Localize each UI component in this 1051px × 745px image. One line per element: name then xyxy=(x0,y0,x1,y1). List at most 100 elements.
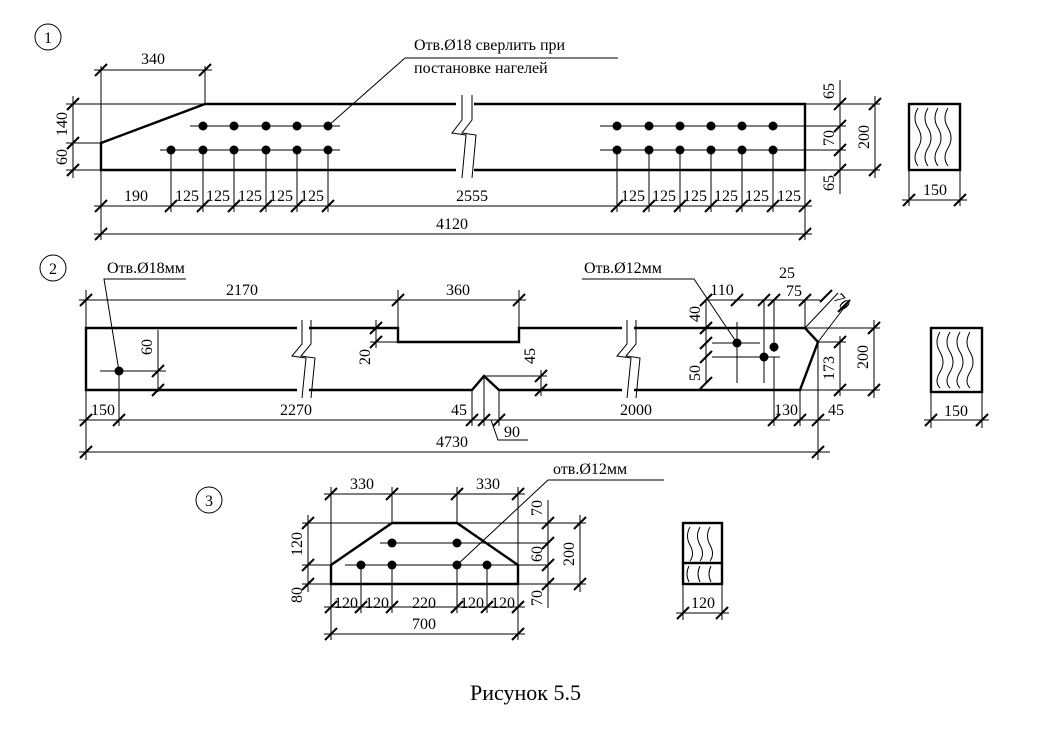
part-1-dim-4120: 4120 xyxy=(436,216,468,233)
part-2-cross-section: 150 xyxy=(924,326,989,428)
part-1-dim-190: 190 xyxy=(124,188,148,205)
part-2-number-circle xyxy=(39,254,67,282)
part-2-notch-leader xyxy=(490,419,528,441)
part-1-dim-65-top: 65 xyxy=(821,83,838,99)
part-2-beam-b-top xyxy=(309,326,622,344)
part-1-break-left xyxy=(451,95,467,179)
part-2-dim-20: 20 xyxy=(357,349,374,365)
part-1-section-150: 150 xyxy=(923,182,947,199)
part-3-plate xyxy=(329,521,520,586)
part-1-dim-125: 125 xyxy=(777,188,801,205)
part-2-leader-left xyxy=(103,278,186,372)
part-2-dim-173: 173 xyxy=(821,356,838,380)
part-3-dim-120-c: 120 xyxy=(460,595,484,612)
hole xyxy=(675,121,685,131)
part-1-dim-125: 125 xyxy=(238,188,262,205)
part-1-dim-60: 60 xyxy=(54,149,71,165)
part-2-section-150: 150 xyxy=(944,403,968,420)
part-2-number: 2 xyxy=(49,261,57,278)
part-1-dim-125: 125 xyxy=(269,188,293,205)
part-3-dim-120-b: 120 xyxy=(365,595,389,612)
part-3-dim-120-a: 120 xyxy=(334,595,358,612)
part-1-beam-right xyxy=(474,102,807,172)
part-2-dim-70: 70 xyxy=(830,291,853,314)
hole xyxy=(612,121,622,131)
part-1-note-line2: постановке нагелей xyxy=(414,60,548,77)
part-2-dim-2270: 2270 xyxy=(280,402,312,419)
part-2-dim-75: 75 xyxy=(786,283,802,300)
hole xyxy=(737,121,747,131)
part-1-dim-125: 125 xyxy=(300,188,324,205)
part-2-dim-110: 110 xyxy=(710,282,733,299)
part-1-cross-section: 150 xyxy=(902,102,967,207)
part-1-dim-125: 125 xyxy=(621,188,645,205)
part-2-note-left: Отв.Ø18мм xyxy=(107,260,185,277)
part-1-number: 1 xyxy=(44,30,52,47)
part-2-dim-150: 150 xyxy=(91,402,115,419)
part-2-dim-2170: 2170 xyxy=(226,282,258,299)
part-2-dim-40: 40 xyxy=(687,306,704,322)
part-3-number-circle xyxy=(195,486,223,514)
part-3-section-120: 120 xyxy=(691,595,715,612)
part-1-dim-125: 125 xyxy=(714,188,738,205)
part-1-dim-125: 125 xyxy=(745,188,769,205)
part-1-dim-2555: 2555 xyxy=(456,188,488,205)
part-3-dim-700: 700 xyxy=(412,616,436,633)
part-2-dim-130: 130 xyxy=(774,402,798,419)
part-2: 2 Отв.Ø18мм Отв.Ø12мм 21 xyxy=(39,254,989,460)
part-2-note-right: Отв.Ø12мм xyxy=(584,260,662,277)
part-2-beam-a xyxy=(84,326,297,392)
part-1-break-right xyxy=(461,95,477,179)
part-3-number: 3 xyxy=(205,493,213,510)
hole xyxy=(706,121,716,131)
part-2-beam-c xyxy=(634,326,820,392)
part-1-leader xyxy=(327,57,618,127)
part-1-dim-125: 125 xyxy=(683,188,707,205)
part-3-dim-80: 80 xyxy=(289,587,306,603)
part-2-dim-45-bottom: 45 xyxy=(451,402,467,419)
part-2-dim-2000: 2000 xyxy=(620,402,652,419)
part-2-dim-200: 200 xyxy=(855,345,872,369)
part-3-dim-200: 200 xyxy=(561,542,578,566)
part-3-cross-section: 120 xyxy=(676,521,729,620)
part-1-dim-125: 125 xyxy=(206,188,230,205)
part-2-dim-50: 50 xyxy=(687,365,704,381)
figure-caption: Рисунок 5.5 xyxy=(470,680,581,705)
part-2-dim-45-right: 45 xyxy=(828,402,844,419)
part-3-dim-220: 220 xyxy=(412,595,436,612)
part-1-dim-200: 200 xyxy=(856,125,873,149)
part-1-dim-70: 70 xyxy=(821,130,838,146)
part-1-ticks-bottom xyxy=(94,199,812,213)
hole xyxy=(261,121,271,131)
part-1-note-line1: Отв.Ø18 сверлить при xyxy=(414,37,566,54)
part-3-dim-330-right: 330 xyxy=(476,476,500,493)
part-2-leader-right xyxy=(582,278,738,344)
hole xyxy=(768,121,778,131)
part-2-dim-25: 25 xyxy=(779,265,795,282)
part-1: 1 xyxy=(34,23,967,241)
hole xyxy=(292,121,302,131)
part-2-dim-360: 360 xyxy=(446,282,470,299)
part-3-dim-120: 120 xyxy=(289,532,306,556)
part-2-dim-4730: 4730 xyxy=(436,434,468,451)
part-2-dim-90: 90 xyxy=(504,424,520,441)
part-3-note: отв.Ø12мм xyxy=(553,461,627,478)
hole xyxy=(229,121,239,131)
part-3-leader xyxy=(456,479,664,566)
part-2-dim-60: 60 xyxy=(139,339,156,355)
part-1-number-circle xyxy=(34,23,62,51)
part-3-dim-330-left: 330 xyxy=(350,476,374,493)
part-1-dim-125: 125 xyxy=(652,188,676,205)
part-1-dim-65-bottom: 65 xyxy=(821,175,838,191)
part-1-dim-340: 340 xyxy=(141,51,165,68)
part-3-dim-60: 60 xyxy=(529,546,546,562)
part-3-dim-120-d: 120 xyxy=(491,595,515,612)
part-2-beam-b-bottom xyxy=(309,374,622,392)
hole xyxy=(644,121,654,131)
part-1-beam-left xyxy=(99,102,456,172)
part-1-dim-140: 140 xyxy=(54,112,71,136)
part-3: 3 отв.Ø12мм 330 330 120 80 xyxy=(195,461,729,641)
hole xyxy=(198,121,208,131)
part-1-dim-125: 125 xyxy=(175,188,199,205)
